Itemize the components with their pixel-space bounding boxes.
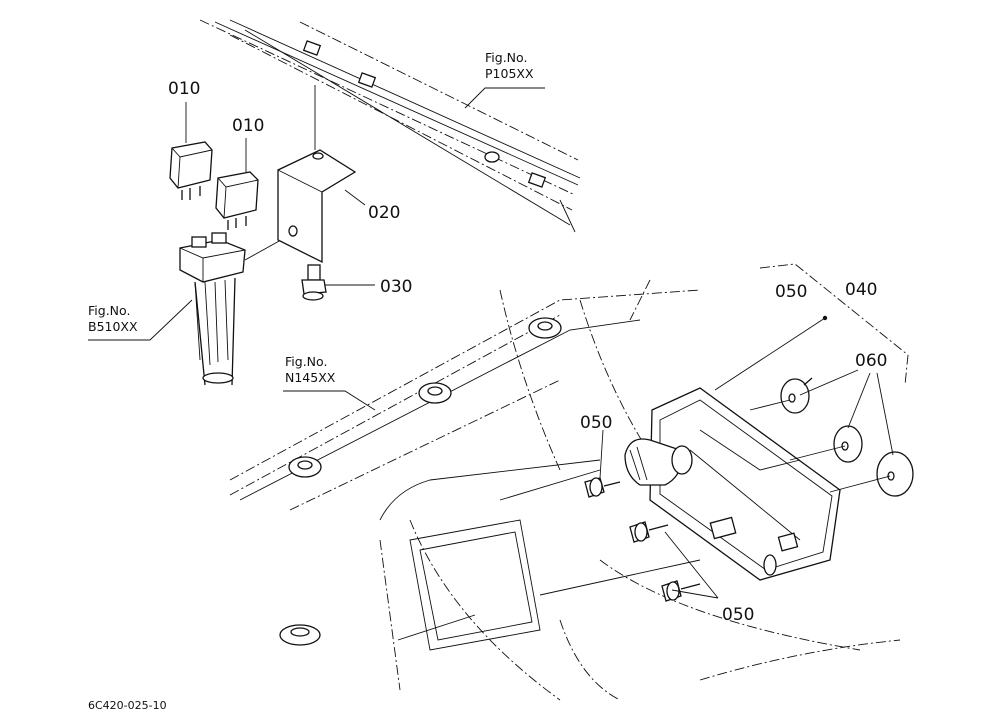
fender-panel: [229, 279, 901, 701]
relay-upper: [169, 141, 213, 200]
fig-ref-p105-label: Fig.No.: [485, 50, 527, 65]
fig-ref-n145-label: Fig.No.: [285, 354, 327, 369]
relay-lower: [215, 171, 259, 230]
callout-050-assembly: 050: [775, 282, 807, 302]
callout-020: 020: [368, 203, 400, 223]
callout-010-upper: 010: [168, 79, 200, 99]
callout-010-lower: 010: [232, 116, 264, 136]
top-frame-rail: [199, 19, 581, 233]
callout-040: 040: [845, 280, 877, 300]
lamp-assembly-040: [624, 387, 841, 581]
grommets-060: [749, 377, 914, 497]
fig-ref-b510-label: Fig.No.: [88, 303, 130, 318]
callout-060: 060: [855, 351, 887, 371]
drawing-code: 6C420-025-10: [88, 699, 167, 712]
fig-ref-n145-number: N145XX: [285, 370, 336, 385]
fig-ref-p105-number: P105XX: [485, 66, 534, 81]
callout-050-bottom: 050: [722, 605, 754, 625]
bracket-020: [277, 85, 357, 264]
relay-socket-harness: [179, 232, 291, 386]
callout-050-socket: 050: [580, 413, 612, 433]
callout-030: 030: [380, 277, 412, 297]
fig-ref-b510-number: B510XX: [88, 319, 138, 334]
lamp-screws: [584, 477, 701, 602]
screw-030: [301, 264, 327, 301]
